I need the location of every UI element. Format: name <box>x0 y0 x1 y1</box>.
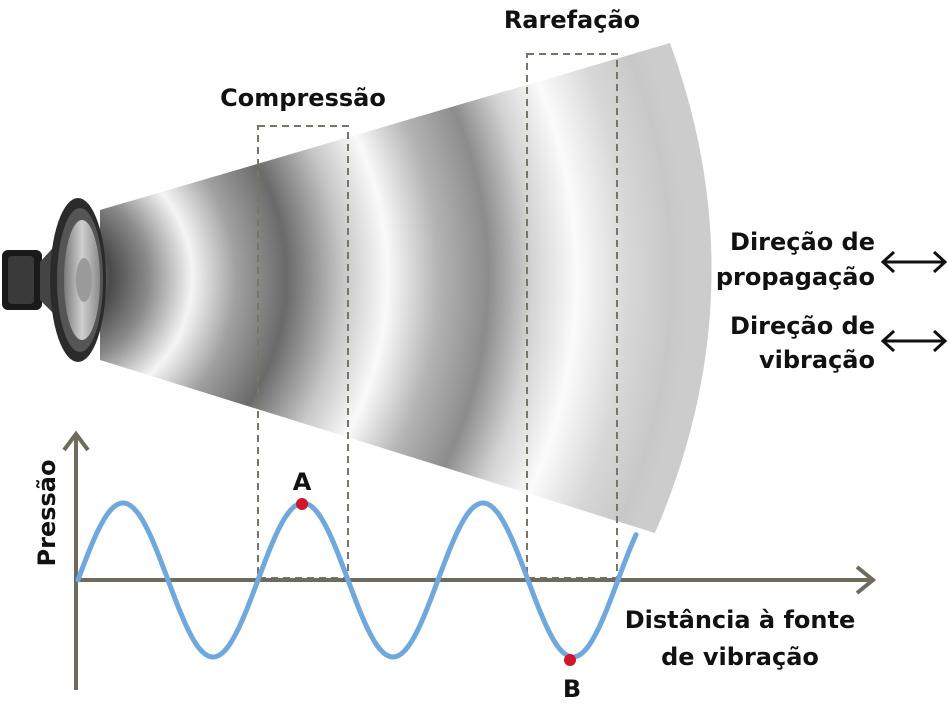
rarefaction-label: Rarefação <box>504 6 640 34</box>
rarefaction-box <box>526 53 618 579</box>
compression-box <box>257 125 349 579</box>
point-a-marker <box>296 498 308 510</box>
x-axis-label-line1: Distância à fonte <box>625 606 856 634</box>
pressure-wave <box>75 500 639 660</box>
propagation-direction-label-line1: Direção de <box>730 228 875 256</box>
y-axis-arrowhead <box>62 430 90 452</box>
compression-label: Compressão <box>220 84 386 112</box>
axes <box>62 430 877 690</box>
vibration-direction-label-line1: Direção de <box>730 312 875 340</box>
double-arrow-icon <box>880 250 948 274</box>
propagation-direction-label-line2: propagação <box>716 263 875 291</box>
y-axis-label: Pressão <box>33 460 61 567</box>
speaker-icon <box>2 198 106 362</box>
sound-beam <box>100 43 712 533</box>
double-arrow-icon <box>880 329 948 353</box>
point-b-marker <box>564 654 576 666</box>
point-b-label: B <box>563 675 581 703</box>
point-a-label: A <box>293 468 312 496</box>
x-axis-label-line2: de vibração <box>661 643 819 671</box>
vibration-direction-label-line2: vibração <box>759 346 875 374</box>
x-axis-arrowhead <box>855 565 877 595</box>
